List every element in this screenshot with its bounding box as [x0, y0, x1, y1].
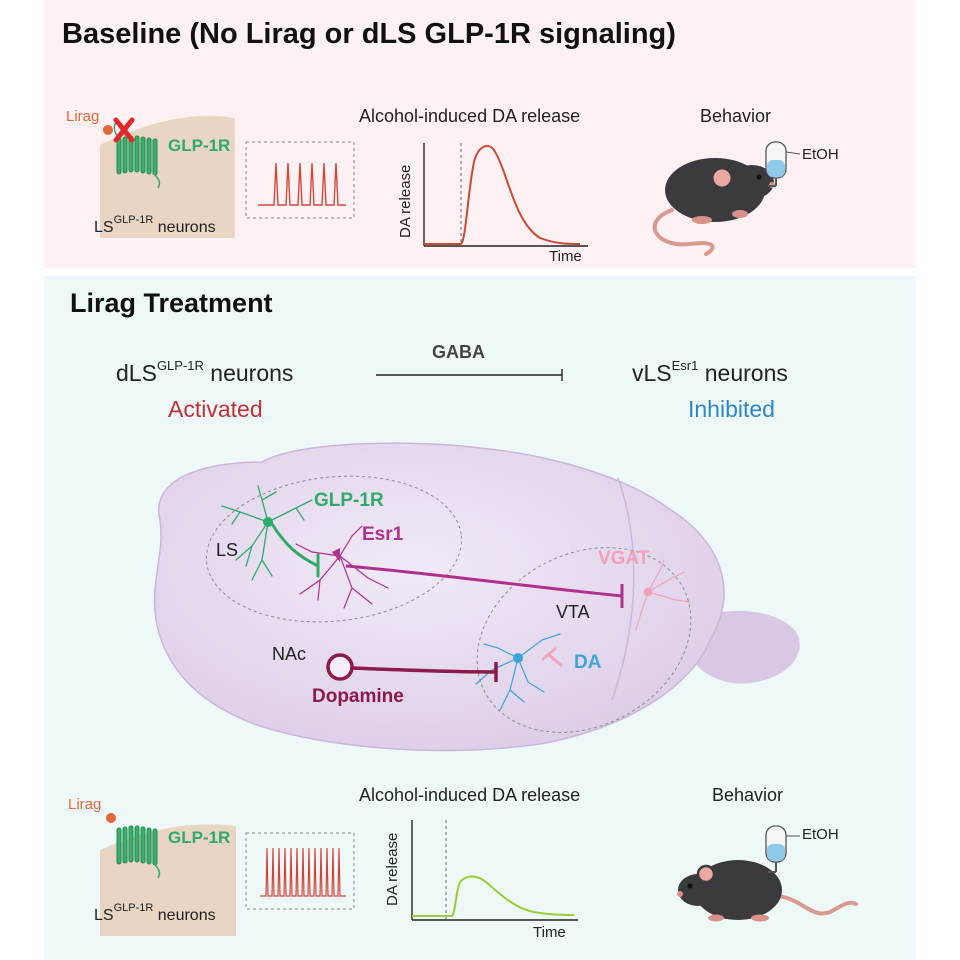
dopamine-projection	[351, 666, 497, 674]
spike-train-treatment	[260, 847, 346, 897]
spike-train-baseline	[258, 162, 346, 206]
da-plot-treatment	[411, 820, 578, 921]
behavior-title-baseline: Behavior	[700, 106, 772, 126]
spike-box-treatment	[245, 832, 355, 910]
lirag-label-treatment: Lirag	[68, 796, 102, 813]
brain-glp1r-label: GLP-1R	[314, 490, 384, 511]
blocked-x-icon	[113, 117, 135, 143]
lirag-label-baseline: Lirag	[66, 108, 100, 125]
treatment-title: Lirag Treatment	[70, 288, 273, 318]
da-ylabel-treatment: DA release	[384, 832, 401, 906]
vgat-neuron	[635, 559, 691, 631]
behavior-title-treatment: Behavior	[712, 785, 784, 805]
etoh-bottle-icon-baseline	[765, 141, 787, 187]
da-release-title-treatment: Alcohol-induced DA release	[359, 785, 581, 805]
brain-nac-label: NAc	[272, 644, 307, 664]
esr1-neuron	[295, 525, 389, 609]
dls-state-label: Activated	[168, 396, 263, 422]
etoh-bottle-icon-treatment	[765, 825, 787, 873]
vgat-inhibits-da	[541, 647, 557, 661]
glp1r-neuron	[221, 485, 320, 581]
da-ylabel-baseline: DA release	[397, 164, 414, 238]
glp1r-receptor-icon-baseline	[116, 135, 158, 176]
lirag-molecule-icon	[103, 125, 113, 135]
baseline-title: Baseline (No Lirag or dLS GLP-1R signali…	[62, 18, 676, 50]
da-xlabel-baseline: Time	[549, 248, 582, 265]
lirag-molecule-bound-icon	[106, 813, 116, 823]
dls-neurons-label: dLSGLP-1R neurons	[116, 358, 294, 386]
glp1r-label-baseline: GLP-1R	[168, 136, 231, 155]
brain-dopamine-label: Dopamine	[312, 686, 404, 707]
brain-da-label: DA	[574, 652, 602, 673]
vls-neurons-label: vLSEsr1 neurons	[632, 358, 788, 386]
mouse-icon-treatment	[677, 860, 858, 922]
ls-neurons-label-treatment: LSGLP-1R neurons	[94, 902, 216, 924]
ls-neurons-label-baseline: LSGLP-1R neurons	[94, 214, 216, 236]
glp1r-label-treatment: GLP-1R	[168, 828, 231, 847]
glp1r-receptor-icon-treatment	[116, 825, 158, 866]
brain-vgat-label: VGAT	[598, 548, 650, 569]
gaba-label: GABA	[432, 342, 485, 362]
brain-illustration	[153, 442, 800, 752]
esr1-projection	[345, 564, 623, 598]
cell-membrane-baseline	[100, 115, 235, 238]
brain-ls-label: LS	[216, 540, 239, 560]
brain-vta-label: VTA	[556, 602, 590, 622]
da-plot-baseline	[423, 143, 588, 247]
da-xlabel-treatment: Time	[533, 924, 566, 941]
vls-state-label: Inhibited	[688, 396, 775, 422]
da-release-title-baseline: Alcohol-induced DA release	[359, 106, 581, 126]
mouse-icon-baseline	[652, 158, 775, 256]
nac-terminal-icon	[326, 653, 354, 681]
da-neuron	[475, 633, 561, 711]
spike-box-baseline	[245, 141, 355, 219]
brain-esr1-label: Esr1	[362, 524, 404, 545]
etoh-label-baseline: EtOH	[802, 146, 839, 163]
cell-membrane-treatment	[100, 824, 236, 936]
etoh-label-treatment: EtOH	[802, 826, 839, 843]
glp1r-soma	[263, 517, 273, 527]
